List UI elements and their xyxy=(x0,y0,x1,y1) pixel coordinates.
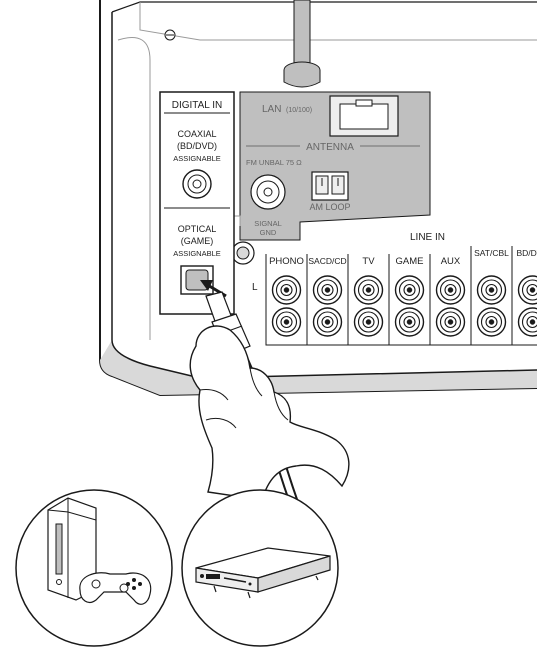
rca-jack xyxy=(396,276,424,304)
rca-jack xyxy=(314,276,342,304)
channel-left-label: L xyxy=(252,282,258,293)
line-in-label-game: GAME xyxy=(396,256,424,267)
lan-label: LAN xyxy=(262,104,281,115)
am-loop-label: AM LOOP xyxy=(309,202,350,212)
hand-illustration xyxy=(190,326,349,500)
am-loop-terminal xyxy=(312,172,348,200)
line-in-label: LINE IN xyxy=(410,232,445,243)
rca-jack xyxy=(437,308,465,336)
line-in-column: PHONO xyxy=(266,254,307,345)
rca-jack xyxy=(519,276,537,304)
signal-gnd-label-1: SIGNAL xyxy=(254,219,282,228)
coaxial-label-3: ASSIGNABLE xyxy=(173,154,221,163)
line-in-label-bd-dvd: BD/DVD xyxy=(516,248,537,258)
rca-jack xyxy=(478,308,506,336)
rca-jack xyxy=(273,276,301,304)
line-in-label-phono: PHONO xyxy=(269,256,304,267)
line-in-column: GAME xyxy=(389,254,430,345)
bd-dvd-player-circle xyxy=(182,490,338,646)
optical-label-1: OPTICAL xyxy=(178,224,217,234)
rca-jack xyxy=(355,308,383,336)
lan-speed-label: (10/100) xyxy=(286,107,312,114)
antenna-label: ANTENNA xyxy=(306,142,354,153)
line-in-label-tv: TV xyxy=(362,256,375,267)
coaxial-label-2: (BD/DVD) xyxy=(177,141,217,151)
rca-jack xyxy=(396,308,424,336)
signal-gnd-label-2: GND xyxy=(260,228,277,237)
digital-in-panel: DIGITAL IN COAXIAL (BD/DVD) ASSIGNABLE O… xyxy=(160,92,234,314)
optical-label-2: (GAME) xyxy=(181,236,214,246)
rca-jack xyxy=(273,308,301,336)
wireless-antenna xyxy=(284,0,320,87)
line-in-section: LINE IN L PHONO SACD/CD TV GAME AUX SAT/CBL BD… xyxy=(252,232,537,345)
rca-jack-columns: PHONO SACD/CD TV GAME AUX SAT/CBL BD/DVD xyxy=(266,246,537,345)
lan-port xyxy=(330,96,398,136)
rca-jack xyxy=(437,276,465,304)
game-console-circle xyxy=(16,490,172,646)
fm-antenna-jack xyxy=(251,175,285,209)
line-in-column: TV xyxy=(348,254,389,345)
rca-jack xyxy=(314,308,342,336)
line-in-column: AUX xyxy=(430,254,471,345)
line-in-column: BD/DVD xyxy=(512,246,537,345)
fm-label: FM UNBAL 75 Ω xyxy=(246,158,302,167)
line-in-label-sacd-cd: SACD/CD xyxy=(308,256,346,266)
rca-jack xyxy=(355,276,383,304)
rear-connector-panel: LAN (10/100) ANTENNA FM UNBAL 75 Ω AM LO… xyxy=(240,92,430,240)
rca-jack xyxy=(519,308,537,336)
coaxial-label-1: COAXIAL xyxy=(177,129,216,139)
coaxial-jack xyxy=(183,170,211,198)
rca-jack xyxy=(478,276,506,304)
line-in-column: SAT/CBL xyxy=(471,246,512,345)
line-in-label-sat-cbl: SAT/CBL xyxy=(474,248,509,258)
optical-label-3: ASSIGNABLE xyxy=(173,249,221,258)
digital-in-title: DIGITAL IN xyxy=(172,100,223,111)
line-in-label-aux: AUX xyxy=(441,256,461,267)
line-in-column: SACD/CD xyxy=(307,254,348,345)
